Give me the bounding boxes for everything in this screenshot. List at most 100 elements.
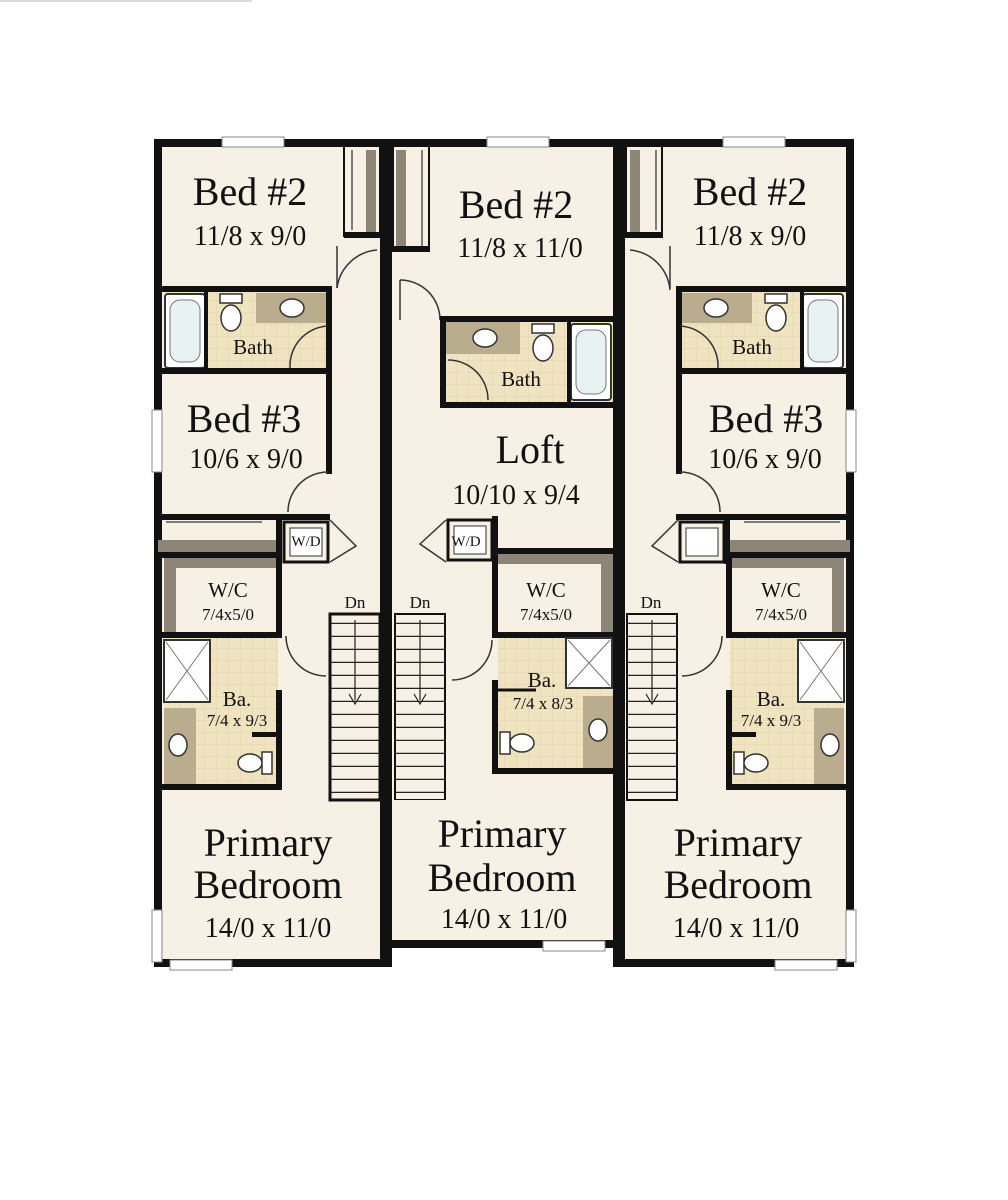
wall: [492, 680, 498, 774]
sink-icon: [703, 298, 729, 318]
door-swing: [329, 519, 358, 563]
room-dim-wc-right: 7/4x5/0: [755, 605, 807, 624]
wall: [676, 368, 850, 374]
windows: [151, 136, 857, 971]
wall: [158, 368, 330, 374]
wall: [730, 732, 756, 737]
room-label-ba-left: Ba.: [223, 687, 252, 711]
bottom-wall-right: [620, 959, 850, 967]
window: [151, 409, 163, 473]
room-label-ba-right: Ba.: [757, 687, 786, 711]
room-label-loft: Loft: [496, 427, 565, 472]
door-swing: [447, 359, 489, 401]
closet-shelf: [601, 554, 613, 632]
wall: [158, 540, 280, 552]
tub-basin: [807, 299, 839, 363]
room-dim-bed3-left: 10/6 x 9/0: [189, 444, 303, 475]
wall: [392, 800, 446, 806]
wall: [800, 292, 804, 368]
tub-basin: [575, 329, 607, 395]
door-swing: [285, 635, 327, 677]
window: [151, 909, 163, 963]
wall: [392, 246, 430, 252]
door-swing: [679, 325, 719, 369]
wall: [276, 690, 282, 790]
window: [845, 409, 857, 473]
door-swing: [418, 519, 447, 563]
wall: [492, 554, 498, 638]
toilet-tank: [261, 751, 273, 775]
room-label-primary-left-line1: Primary: [204, 820, 333, 865]
room-dim-loft: 10/10 x 9/4: [452, 480, 580, 511]
room-label-bath-right: Bath: [732, 335, 772, 359]
toilet-tank: [733, 751, 745, 775]
room-label-bed3-right: Bed #3: [709, 396, 823, 441]
room-label-bath-center: Bath: [501, 367, 541, 391]
toilet-icon: [509, 733, 535, 753]
door-swing: [289, 325, 329, 369]
closet-shelf: [164, 558, 278, 568]
wall: [625, 232, 663, 238]
shower-cross: [165, 641, 209, 701]
wall: [276, 558, 282, 638]
toilet-tank: [531, 323, 555, 334]
wall: [676, 374, 682, 474]
wall: [726, 784, 850, 790]
sink-icon: [588, 718, 608, 742]
room-label-bath-left: Bath: [233, 335, 273, 359]
sink-icon: [820, 733, 840, 757]
wall: [726, 558, 732, 638]
room-dim-ba-center: 7/4 x 8/3: [513, 694, 573, 713]
room-dim-primary-center: 14/0 x 11/0: [441, 904, 568, 935]
sink-icon: [279, 298, 305, 318]
window: [542, 940, 606, 952]
door-swing: [629, 249, 671, 291]
wd-label-left: W/D: [291, 534, 320, 550]
door-swing: [650, 519, 679, 563]
party-wall-right: [613, 143, 625, 963]
window: [486, 136, 550, 148]
closet-shelf: [832, 558, 844, 636]
stair-arrow-head: [348, 693, 362, 706]
room-dim-primary-left: 14/0 x 11/0: [205, 913, 332, 944]
room-label-bed2-center: Bed #2: [459, 182, 573, 227]
closet-shelf: [164, 558, 176, 636]
door-swing: [336, 249, 378, 289]
wall: [276, 514, 282, 564]
bottom-wall-center: [386, 940, 618, 948]
room-label-bed3-left: Bed #3: [187, 396, 301, 441]
window: [845, 909, 857, 963]
wall: [158, 286, 330, 292]
room-dim-bed2-left: 11/8 x 9/0: [194, 221, 307, 252]
wall: [676, 286, 850, 292]
wall: [726, 540, 850, 552]
wall: [158, 552, 282, 558]
washer-box: [685, 527, 719, 557]
room-label-primary-center-line1: Primary: [438, 811, 567, 856]
wall: [440, 322, 446, 408]
bottom-wall-left: [158, 959, 388, 967]
wall: [676, 286, 682, 374]
wall: [204, 292, 208, 368]
party-wall-left: [380, 143, 392, 963]
room-label-primary-left-line2: Bedroom: [194, 862, 343, 907]
window: [722, 136, 786, 148]
room-dim-bed2-right: 11/8 x 9/0: [694, 221, 807, 252]
wall: [724, 514, 730, 564]
room-label-wc-center: W/C: [526, 578, 566, 602]
room-dim-ba-right: 7/4 x 9/3: [741, 711, 801, 730]
stair-dn-center: Dn: [410, 593, 431, 612]
wall: [492, 516, 498, 564]
room-label-primary-right-line1: Primary: [674, 820, 803, 865]
door-swing: [679, 471, 721, 513]
toilet-icon: [220, 304, 242, 332]
window: [774, 959, 838, 971]
tub-basin: [169, 299, 201, 363]
room-label-primary-center-line2: Bedroom: [428, 855, 577, 900]
wall: [726, 552, 850, 558]
wall: [344, 232, 380, 238]
unit-right: [625, 145, 850, 801]
wall: [676, 514, 850, 520]
room-dim-bed2-center: 11/8 x 11/0: [457, 233, 582, 264]
